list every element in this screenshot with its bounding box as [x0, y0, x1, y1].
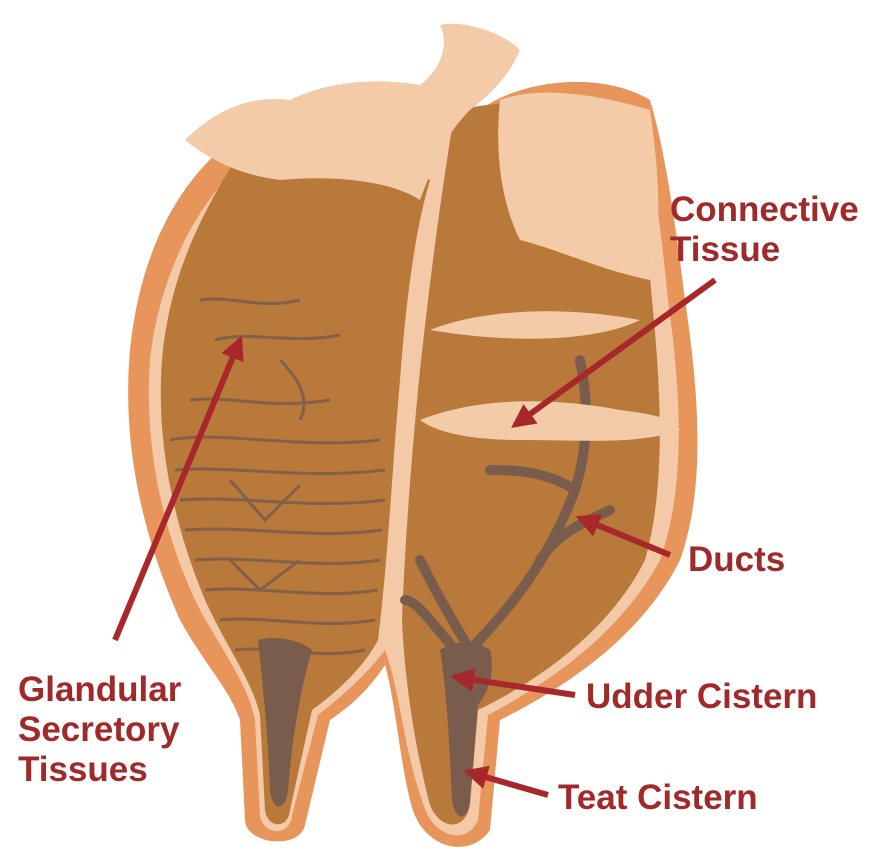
label-glandular-secretory-tissues: Glandular Secretory Tissues	[18, 670, 181, 790]
label-connective-tissue: Connective Tissue	[670, 190, 859, 270]
label-teat-cistern: Teat Cistern	[558, 778, 758, 818]
label-udder-cistern: Udder Cistern	[586, 677, 817, 717]
left-gland	[161, 160, 430, 824]
label-ducts: Ducts	[688, 540, 785, 580]
